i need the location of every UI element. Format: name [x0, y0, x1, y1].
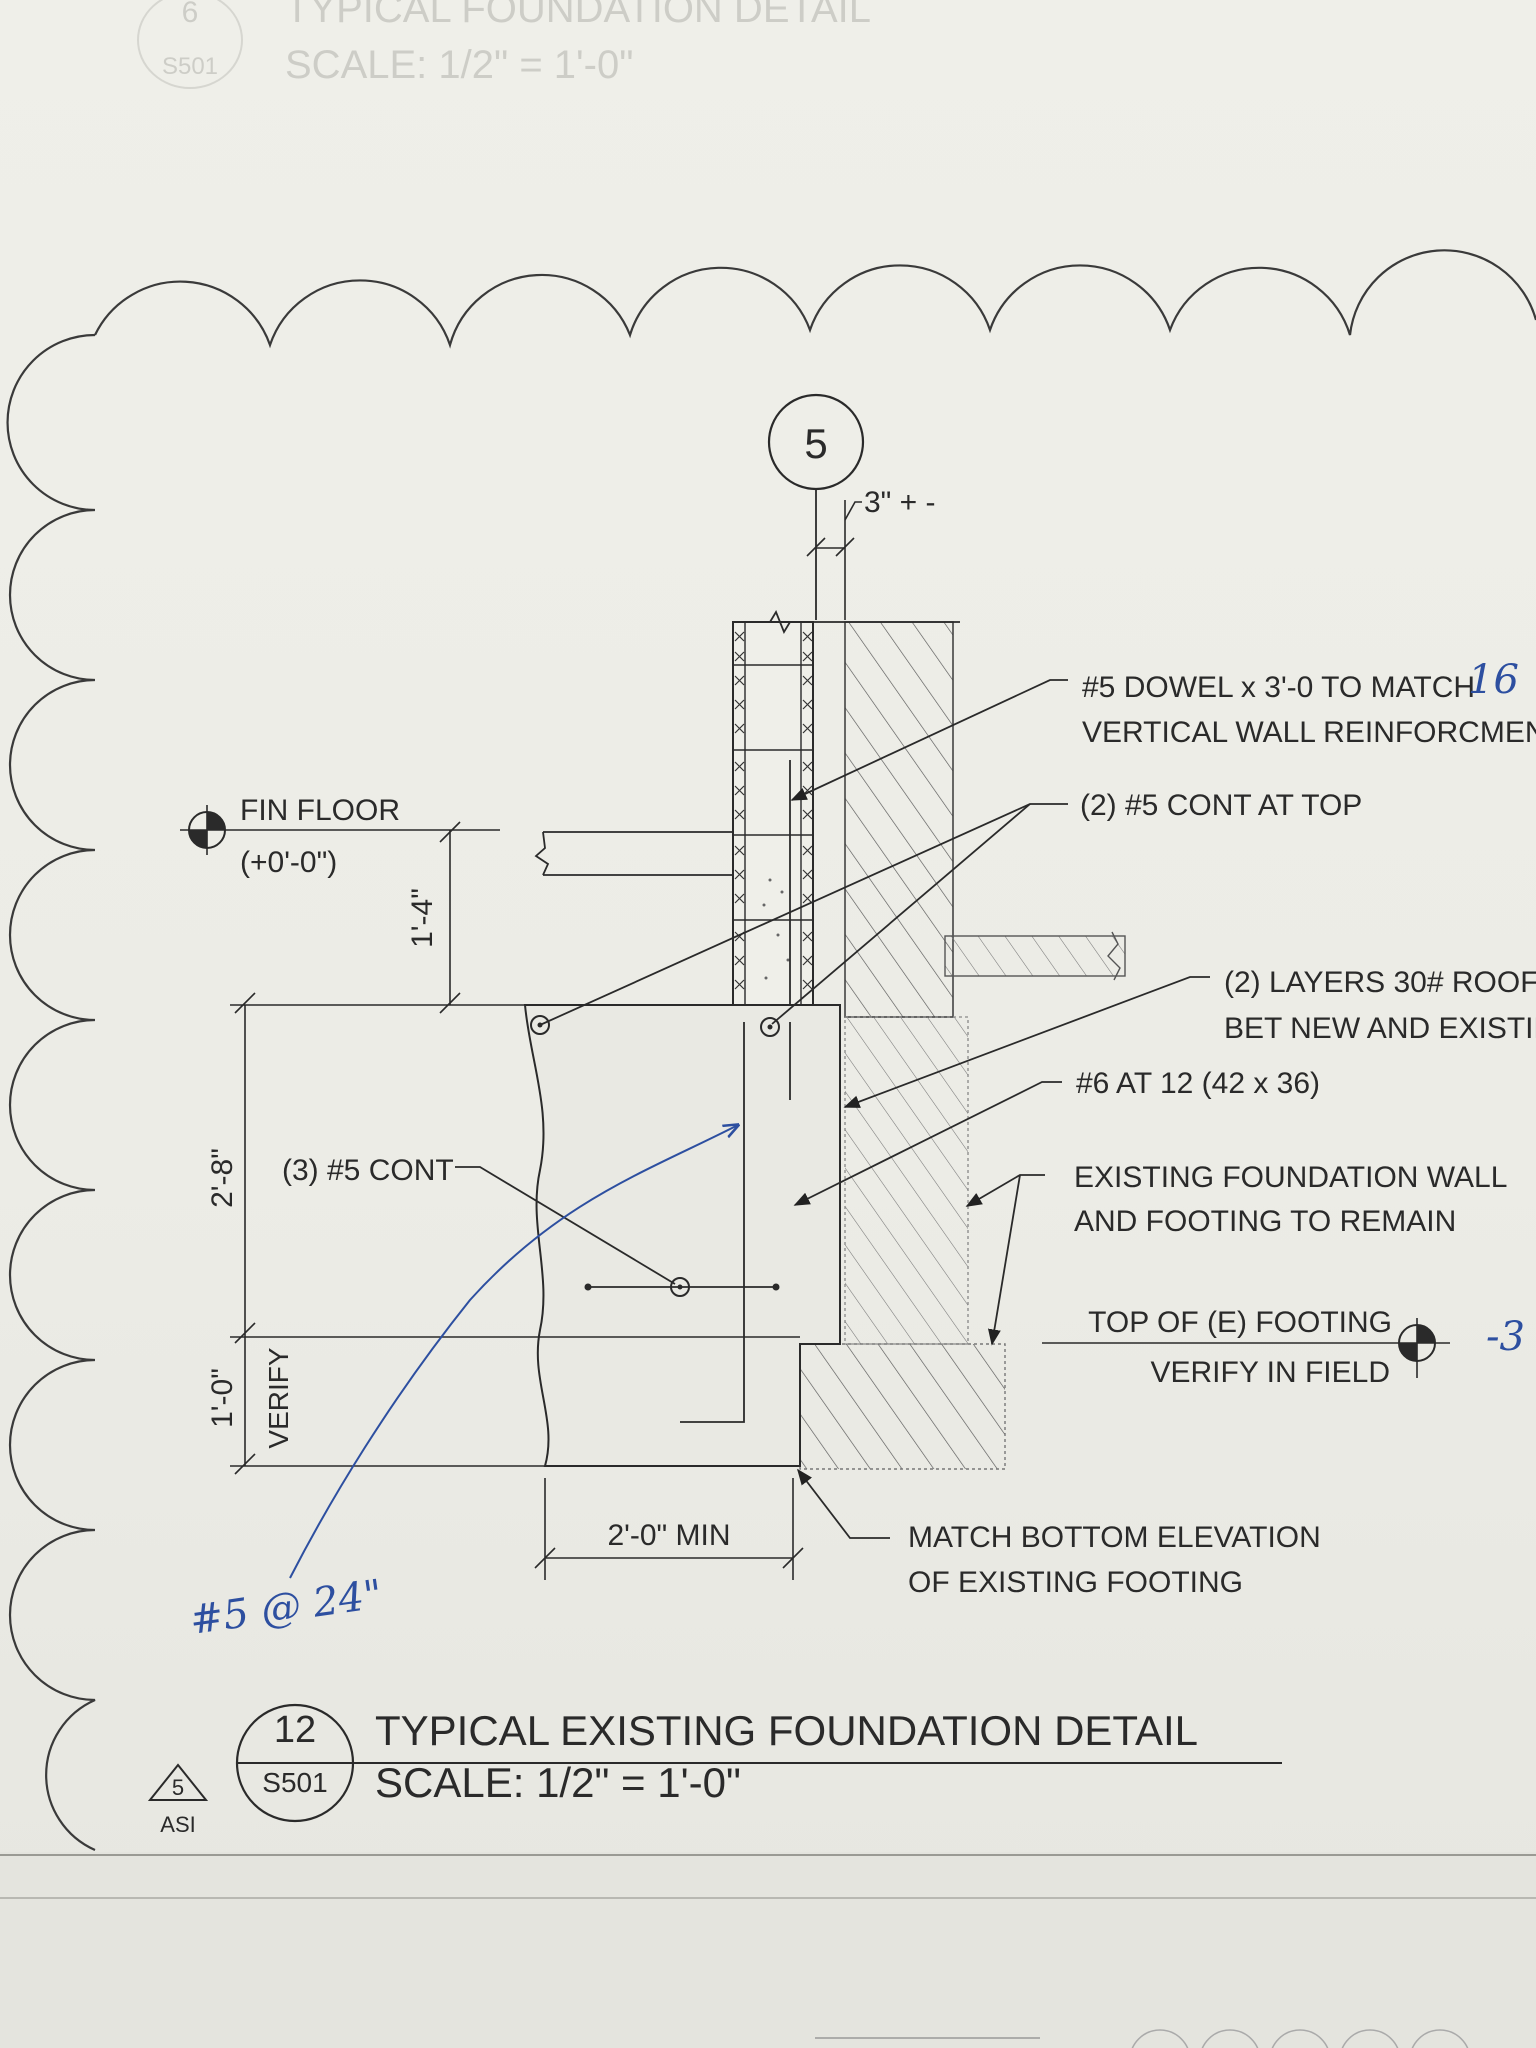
detail-title: TYPICAL EXISTING FOUNDATION DETAIL	[375, 1707, 1198, 1754]
note-cont-top: (2) #5 CONT AT TOP	[1080, 789, 1362, 822]
detail-scale: SCALE: 1/2" = 1'-0"	[375, 1759, 741, 1806]
top-footing-line2: VERIFY IN FIELD	[1150, 1356, 1390, 1389]
title-block: 12 S501 TYPICAL EXISTING FOUNDATION DETA…	[235, 1703, 1282, 1823]
ghost-title: TYPICAL FOUNDATION DETAIL	[285, 0, 871, 31]
ghost-number: 6	[182, 0, 199, 29]
dim-footing-width: 2'-0" MIN	[607, 1519, 730, 1552]
dim-wall-above: 1'-4"	[406, 888, 439, 948]
detail-sheet: S501	[262, 1767, 327, 1798]
new-footing	[523, 1004, 841, 1467]
callout-notes: #5 DOWEL x 3'-0 TO MATCH VERTICAL WALL R…	[282, 671, 1536, 1599]
grid-offset-dim	[806, 500, 862, 620]
ghost-scale: SCALE: 1/2" = 1'-0"	[285, 43, 633, 87]
vertical-dimensions	[230, 821, 800, 1475]
note-bars-6: #6 AT 12 (42 x 36)	[1076, 1067, 1320, 1100]
grid-offset-label: 3" + -	[864, 486, 936, 519]
note-roofing-2: BET NEW AND EXISTING	[1224, 1012, 1536, 1045]
top-footing-datum	[1042, 1318, 1450, 1378]
rebar-dots	[530, 1015, 780, 1297]
note-dowel-2: VERTICAL WALL REINFORCMENT	[1082, 716, 1536, 749]
sheet-edges	[0, 1852, 1536, 2048]
note-existing-1: EXISTING FOUNDATION WALL	[1074, 1161, 1507, 1194]
note-match-1: MATCH BOTTOM ELEVATION	[908, 1521, 1321, 1554]
ghost-header: 6 S501 TYPICAL FOUNDATION DETAIL SCALE: …	[137, 0, 871, 89]
fin-floor-label: FIN FLOOR	[240, 794, 400, 827]
handwritten-arrow	[289, 1125, 738, 1579]
footing-width-dim	[534, 1478, 804, 1580]
existing-wall	[799, 621, 1006, 1470]
top-footing-line1: TOP OF (E) FOOTING	[1088, 1306, 1392, 1339]
dim-footing-depth: 2'-8"	[206, 1148, 239, 1208]
fin-floor-elevation: (+0'-0")	[240, 846, 337, 879]
existing-slab	[944, 931, 1126, 981]
revision-tag: 5 ASI	[147, 1763, 209, 1837]
note-match-2: OF EXISTING FOOTING	[908, 1566, 1243, 1599]
note-dowel-1: #5 DOWEL x 3'-0 TO MATCH	[1082, 671, 1475, 704]
ghost-sheet: S501	[162, 53, 218, 80]
floor-slab	[534, 831, 733, 876]
handwritten-margin-mid: -3	[1486, 1314, 1525, 1360]
detail-number: 12	[274, 1709, 316, 1751]
dim-footing-thickness: 1'-0"	[206, 1368, 239, 1428]
dim-verify: VERIFY	[263, 1347, 294, 1448]
revision-cloud	[6, 249, 1536, 1852]
revision-number: 5	[172, 1775, 184, 1800]
grid-bubble: 5	[767, 393, 865, 620]
note-roofing-1: (2) LAYERS 30# ROOFING	[1224, 966, 1536, 999]
grid-bubble-label: 5	[804, 420, 827, 467]
handwritten-note: #5 @ 24"	[187, 1571, 385, 1644]
handwritten-margin-top: 16	[1468, 657, 1519, 703]
fin-floor-datum	[180, 805, 500, 855]
revision-label: ASI	[160, 1812, 195, 1837]
note-existing-2: AND FOOTING TO REMAIN	[1074, 1205, 1456, 1238]
leader-lines	[455, 679, 1210, 1539]
note-cont-3: (3) #5 CONT	[282, 1154, 454, 1187]
